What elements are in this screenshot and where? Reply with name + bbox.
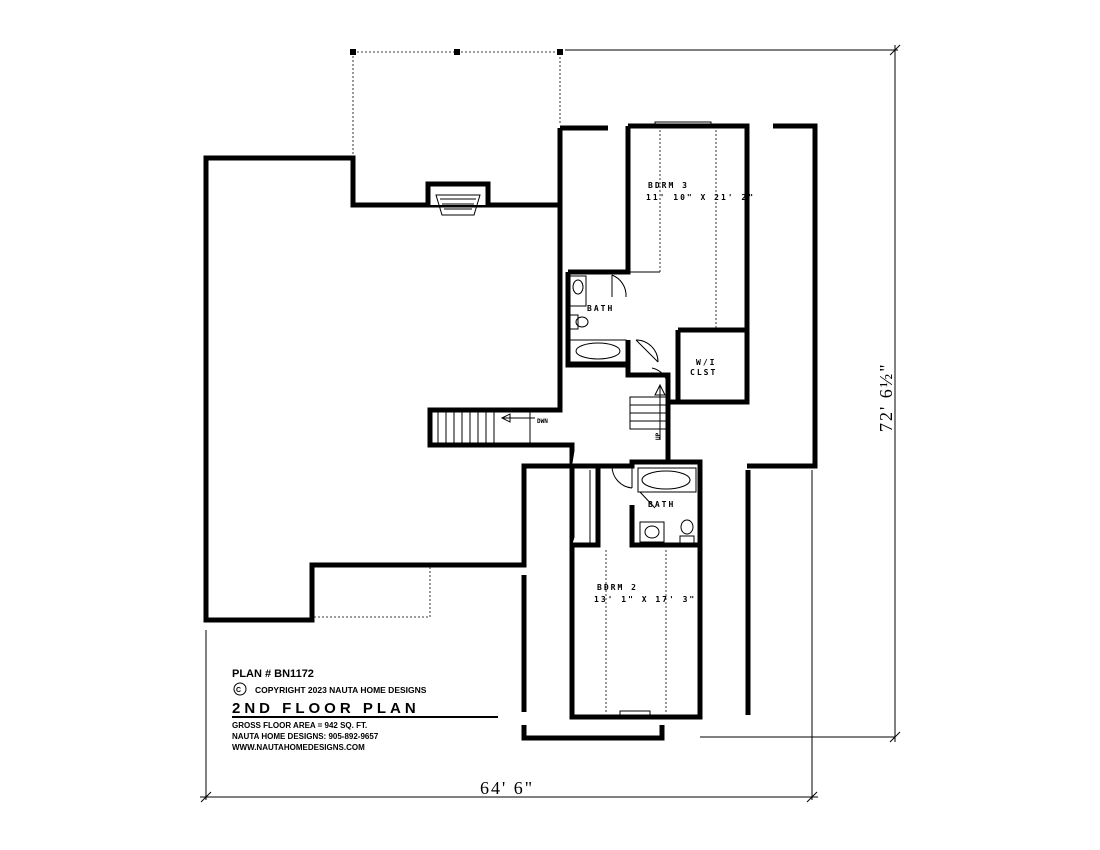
lower-bath-label: BATH (648, 500, 675, 509)
open-to-below-area (203, 155, 575, 623)
stair-down-label: DWN (537, 418, 548, 425)
title-block: PLAN # BN1172 C COPYRIGHT 2023 NAUTA HOM… (232, 668, 498, 752)
plan-title: 2ND FLOOR PLAN (232, 700, 420, 717)
wic-label-line1: W/I (696, 358, 716, 367)
bdrm3-size: 11' 10" X 21' 2" (646, 193, 755, 202)
bdrm2-size: 13' 1" X 17' 3" (594, 595, 696, 604)
copyright-text: COPYRIGHT 2023 NAUTA HOME DESIGNS (255, 685, 427, 695)
porch-roof-outline (350, 49, 563, 158)
bdrm2-details (589, 470, 667, 718)
staircase-up (629, 367, 669, 440)
plan-number: PLAN # BN1172 (232, 668, 314, 680)
bdrm2-name: BDRM 2 (597, 583, 638, 592)
width-dimension (200, 470, 818, 803)
right-wing-walls (521, 123, 895, 741)
bdrm3-name: BDRM 3 (648, 181, 689, 190)
staircase-down (429, 409, 535, 446)
upper-bath-fixtures (569, 274, 659, 363)
depth-dimension (565, 44, 901, 743)
depth-dimension-label: 72' 6½" (876, 362, 896, 432)
wic-label-line2: CLST (690, 368, 717, 377)
width-dimension-label: 64' 6" (480, 778, 534, 798)
company-website: WWW.NAUTAHOMEDESIGNS.COM (232, 743, 365, 752)
chimney (425, 181, 491, 216)
stair-up-label: UP (655, 432, 662, 440)
lower-bath-fixtures (611, 465, 697, 544)
copyright-symbol: C (236, 687, 241, 694)
gross-floor-area: GROSS FLOOR AREA = 942 SQ. FT. (232, 721, 367, 730)
upper-bath-label: BATH (587, 304, 614, 313)
bdrm3-details (630, 121, 717, 330)
company-phone: NAUTA HOME DESIGNS: 905-892-9657 (232, 732, 379, 741)
